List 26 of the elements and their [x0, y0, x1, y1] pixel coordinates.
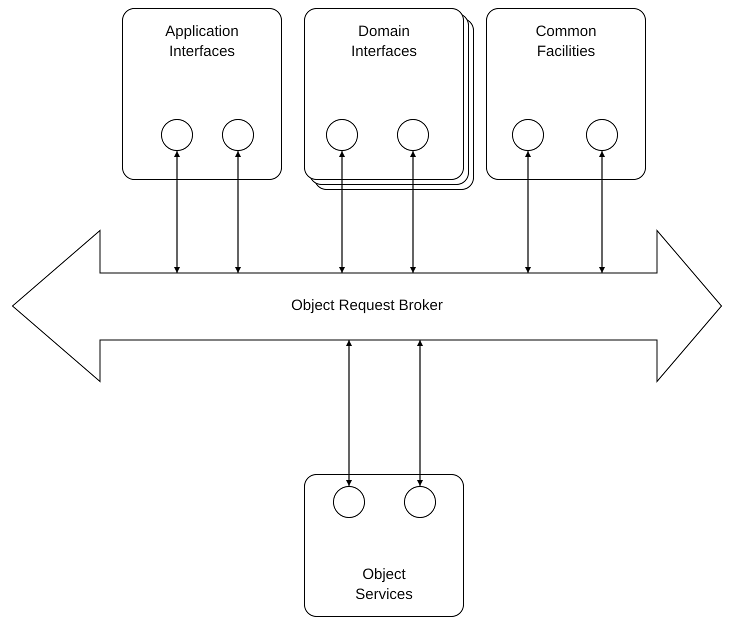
component-box: [486, 8, 646, 180]
double-arrow: [410, 151, 416, 273]
interface-circle: [326, 119, 358, 151]
broker-arrow: [12, 230, 722, 382]
interface-circle: [222, 119, 254, 151]
interface-circle: [512, 119, 544, 151]
double-arrow: [599, 151, 605, 273]
component-box: [304, 474, 464, 617]
component-box: [304, 8, 474, 190]
double-arrow: [339, 151, 345, 273]
broker-label: Object Request Broker: [290, 296, 444, 316]
double-arrow: [235, 151, 241, 273]
component-label: Application Interfaces: [164, 22, 240, 62]
double-arrow: [346, 340, 352, 486]
component-box: [122, 8, 282, 180]
double-arrow: [525, 151, 531, 273]
interface-circle: [586, 119, 618, 151]
interface-circle: [333, 486, 365, 518]
double-arrow: [417, 340, 423, 486]
component-label: Object Services: [354, 565, 414, 605]
interface-circle: [404, 486, 436, 518]
interface-circle: [161, 119, 193, 151]
component-label: Domain Interfaces: [350, 22, 418, 62]
interface-circle: [397, 119, 429, 151]
double-arrow: [174, 151, 180, 273]
component-label: Common Facilities: [534, 22, 598, 62]
